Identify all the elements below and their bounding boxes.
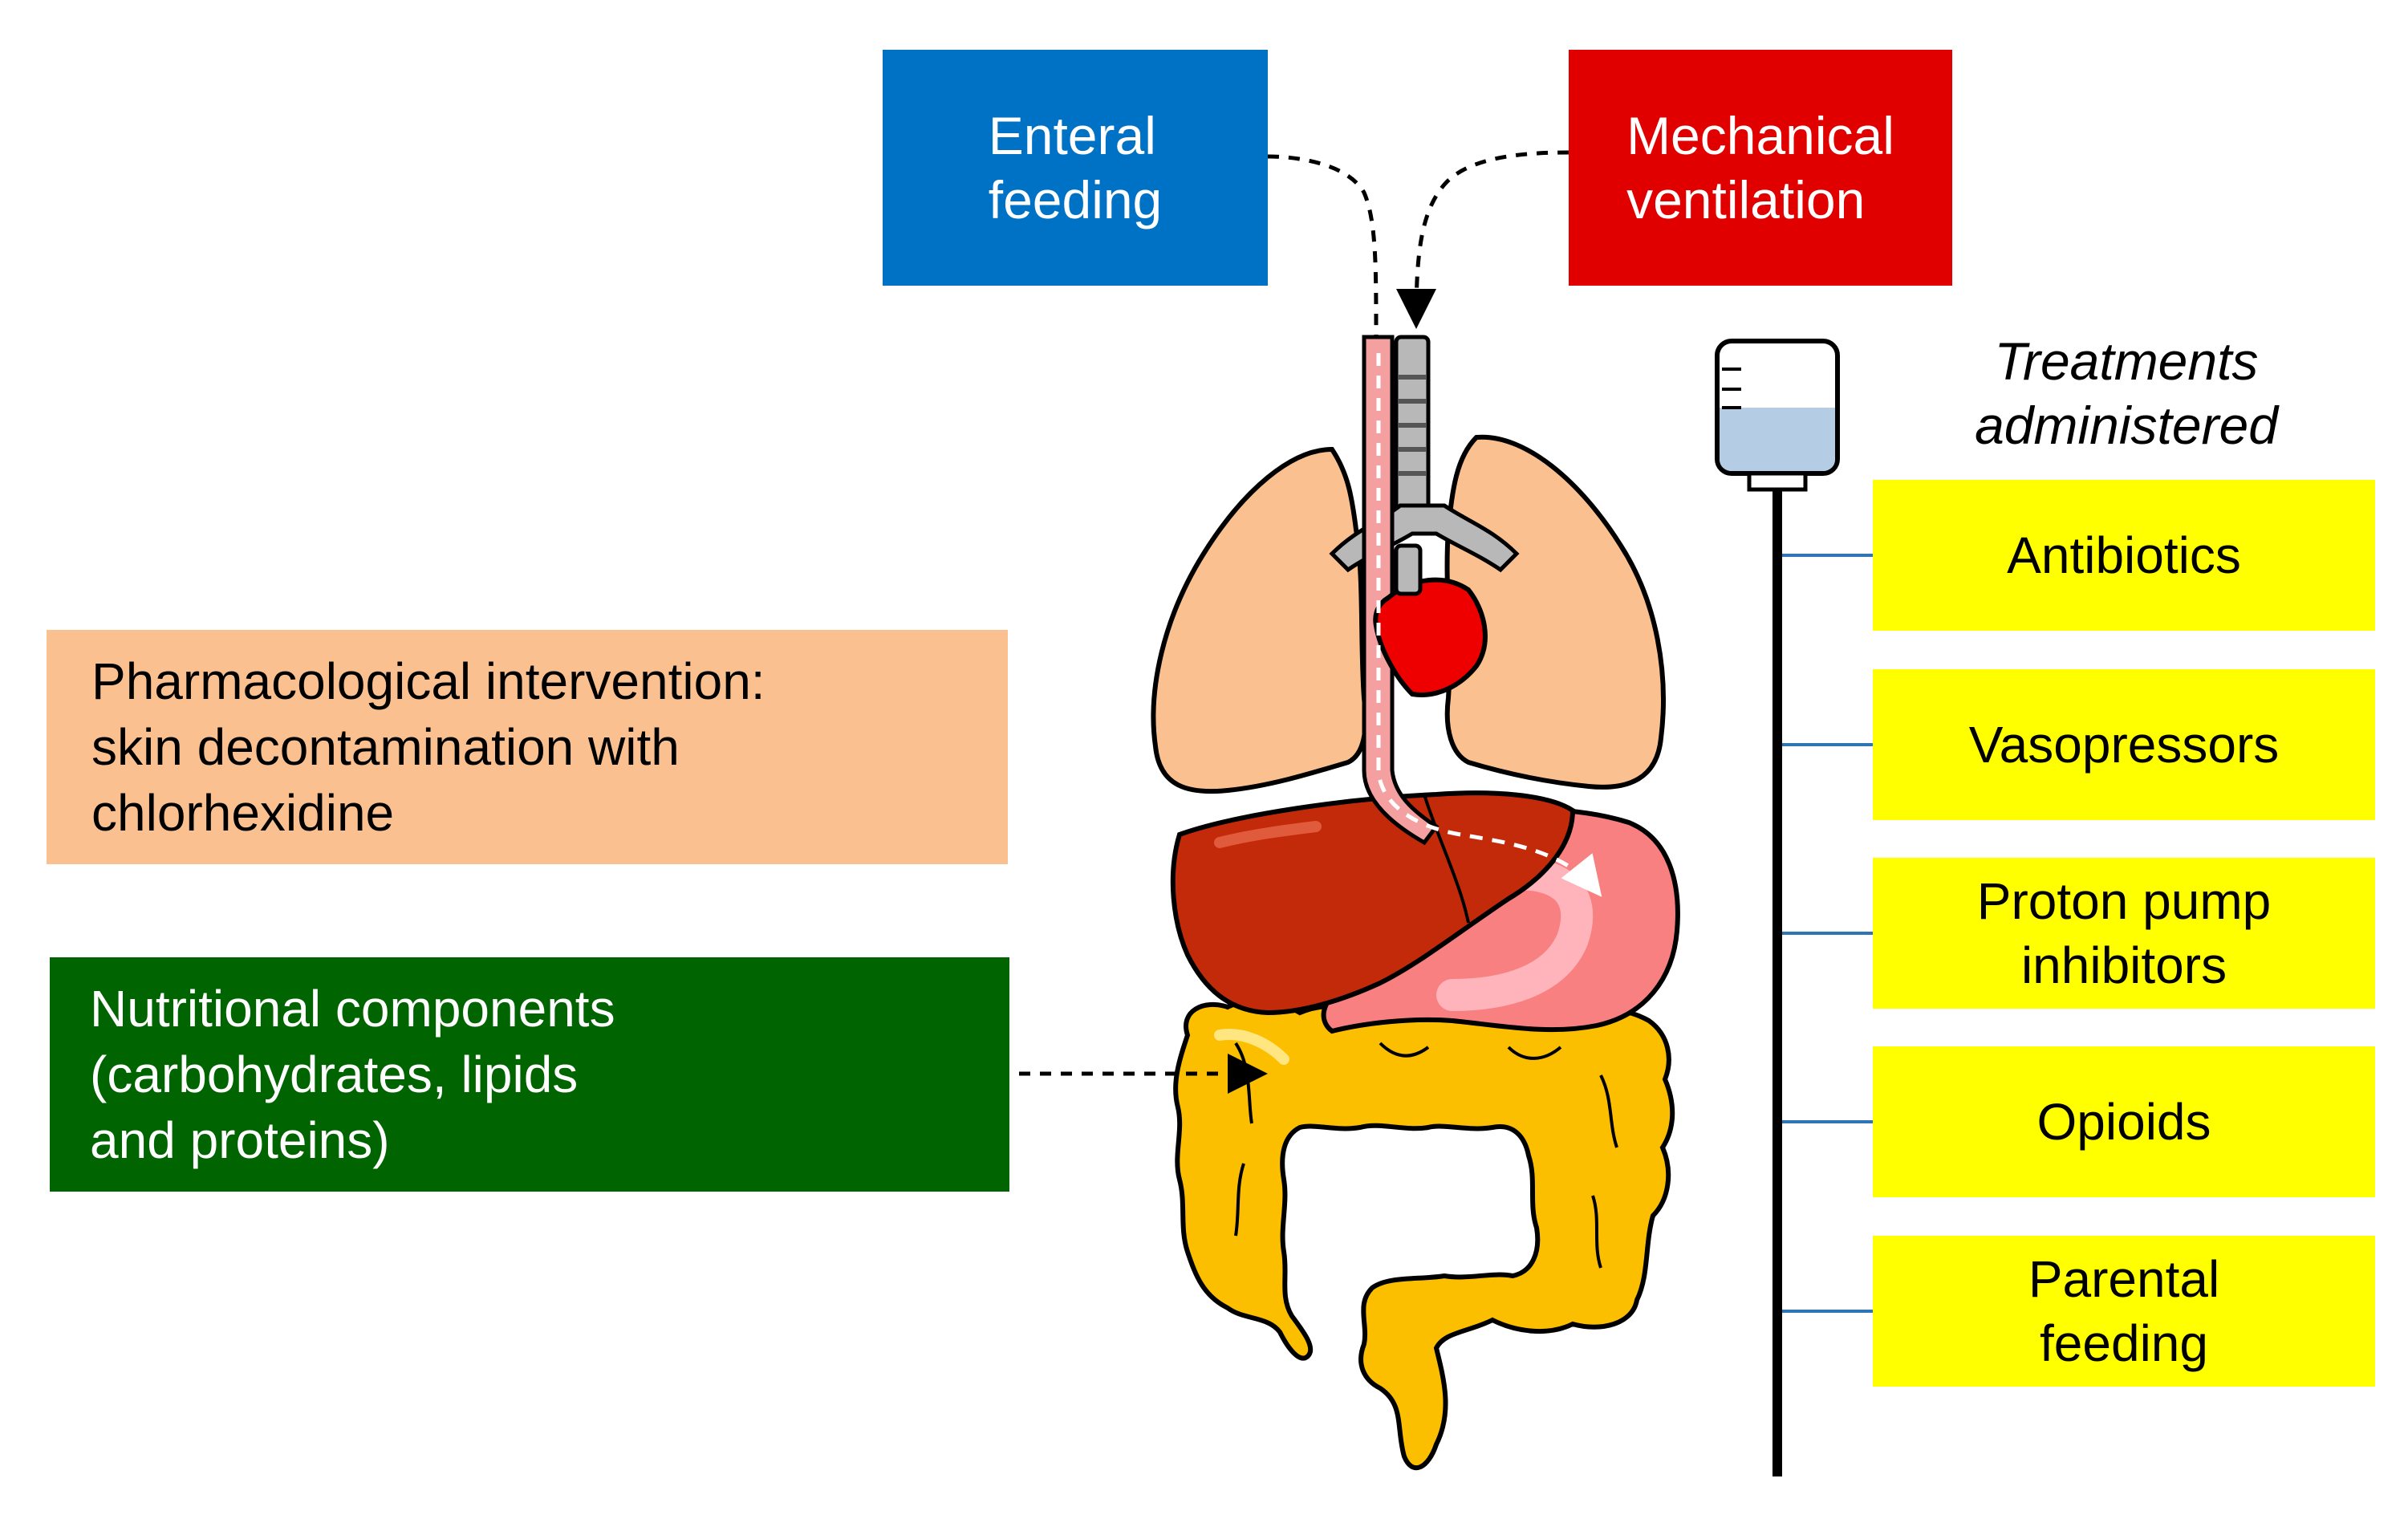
nutritional-line-1: Nutritional components <box>90 980 615 1038</box>
iv-connectors <box>1782 554 1873 1313</box>
mechanical-ventilation-box: Mechanical ventilation <box>1569 50 1952 286</box>
ventilation-arrow <box>1396 150 1569 329</box>
esophagus <box>1362 335 1440 846</box>
pharmacological-intervention-box: Pharmacological intervention: skin decon… <box>47 630 1008 864</box>
treatment-label: Parental <box>2028 1250 2220 1308</box>
treatment-box: Proton pump inhibitors <box>1873 858 2375 1009</box>
enteral-feeding-line-1: Enteral <box>988 106 1156 165</box>
large-intestine <box>1173 998 1675 1470</box>
enteral-flow-arrow <box>1376 353 1602 897</box>
nutritional-line-2: (carbohydrates, lipids <box>90 1046 579 1103</box>
treatment-box: Vasopressors <box>1873 669 2375 820</box>
liver <box>1170 790 1576 1016</box>
treatment-label: Opioids <box>2036 1093 2211 1151</box>
treatment-box: Opioids <box>1873 1046 2375 1197</box>
mechanical-ventilation-line-1: Mechanical <box>1626 106 1894 165</box>
iv-fluid <box>1720 408 1835 471</box>
iv-pole <box>1772 489 1782 1476</box>
pharmacological-line-1: Pharmacological intervention: <box>91 652 765 710</box>
treatments-title-line-1: Treatments <box>1994 331 2259 391</box>
treatment-box: Parental feeding <box>1873 1236 2375 1387</box>
treatments-title-line-2: administered <box>1975 396 2278 455</box>
enteral-arrow <box>1267 154 1379 338</box>
treatment-label: Proton pump <box>1976 872 2272 930</box>
heart <box>1373 543 1488 697</box>
nutritional-line-3: and proteins) <box>90 1111 390 1169</box>
mechanical-ventilation-line-2: ventilation <box>1626 170 1866 229</box>
connectors <box>1019 150 1602 1094</box>
enteral-feeding-box: Enteral feeding <box>883 50 1268 286</box>
nutritional-components-box: Nutritional components (carbohydrates, l… <box>50 957 1009 1192</box>
treatment-box: Antibiotics <box>1873 480 2375 631</box>
pharmacological-line-2: skin decontamination with <box>91 718 680 776</box>
right-lung <box>1444 434 1666 790</box>
treatment-label: feeding <box>2040 1314 2208 1372</box>
treatment-label: Vasopressors <box>1968 716 2280 774</box>
treatment-label: Antibiotics <box>2007 526 2241 584</box>
liver-body <box>1170 790 1576 1016</box>
iv-drip <box>1715 339 1873 1476</box>
treatment-label: inhibitors <box>2020 936 2227 994</box>
pharmacological-line-3: chlorhexidine <box>91 784 395 842</box>
treatments-title: Treatments administered <box>1878 325 2375 461</box>
lungs <box>1151 434 1666 794</box>
enteral-feeding-line-2: feeding <box>988 170 1163 229</box>
left-lung <box>1151 446 1368 794</box>
